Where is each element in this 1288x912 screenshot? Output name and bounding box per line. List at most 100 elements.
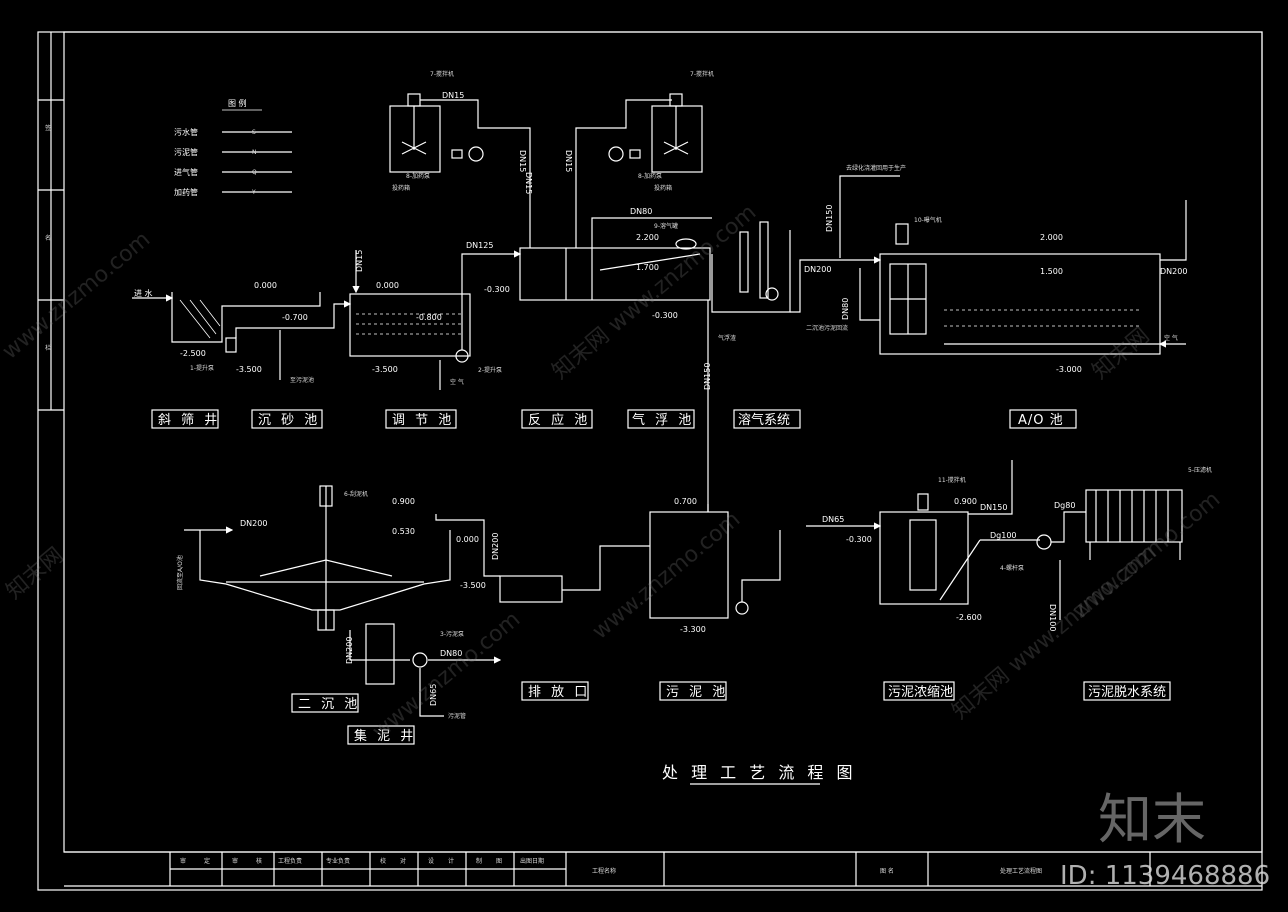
pipe-dn80c: DN80 [440, 649, 462, 658]
pipe-dn200d: DN200 [491, 533, 500, 560]
tank-label-1: 投药箱 [392, 184, 410, 192]
pipe-dn15a: DN15 [442, 91, 464, 100]
left-strip-char-2: 名 [45, 234, 51, 242]
note-sludge-line: 污泥管 [448, 712, 466, 720]
elev-e10: 1.700 [636, 263, 659, 272]
grit-and-equalization-tank [349, 293, 471, 363]
pipe-dn200a: DN200 [804, 265, 831, 274]
elev-e5: 0.000 [376, 281, 399, 290]
watermark-7: www.znzmo.com [1068, 487, 1225, 625]
note-n2: 2-提升泵 [478, 366, 502, 374]
note-n3: 3-污泥泵 [440, 630, 464, 638]
discharge-outlet [499, 575, 563, 603]
elev-e2: -0.700 [282, 313, 308, 322]
svg-text:污泥浓缩池: 污泥浓缩池 [888, 684, 953, 700]
pipe-dn150b: DN150 [825, 205, 834, 232]
pipe-dn80b: DN80 [841, 298, 850, 320]
elev-e3: -2.500 [180, 349, 206, 358]
elev-e15: 0.900 [392, 497, 415, 506]
note-n8b: 8-加药泵 [638, 172, 662, 180]
elev-e20: -3.300 [680, 625, 706, 634]
tb-project: 工程名称 [592, 867, 616, 875]
unit-label-3: 调 节 池 [385, 409, 457, 429]
legend-item-1: 污水管 [174, 127, 198, 137]
sludge-dewatering [1085, 489, 1183, 560]
elev-e23: -2.600 [956, 613, 982, 622]
pipe-dn200b: DN200 [1160, 267, 1187, 276]
tb-drawing-label: 图 名 [880, 867, 894, 875]
legend-symbol-4: Y [251, 189, 256, 196]
tb-cell-11: 制 [476, 857, 482, 865]
note-ao-return: 回流至A/O池 [176, 555, 184, 590]
tb-cell-7: 校 [380, 857, 386, 865]
unit-label-7: A/O 池 [1009, 409, 1077, 429]
note-sludge-return: 二沉池污泥回流 [806, 324, 848, 332]
note-n11: 11-搅拌机 [938, 476, 966, 484]
title-block-lines [64, 851, 1262, 887]
svg-text:沉 砂 池: 沉 砂 池 [258, 413, 320, 428]
elev-e6: -0.800 [416, 313, 442, 322]
note-air1: 空 气 [450, 378, 464, 386]
legend-item-3: 进气管 [174, 167, 198, 177]
pipe-dn150c: DN150 [980, 503, 1007, 512]
elev-e12: 2.000 [1040, 233, 1063, 242]
left-strip [38, 32, 64, 411]
note-n8a: 8-加药泵 [406, 172, 430, 180]
svg-text:污泥脱水系统: 污泥脱水系统 [1088, 685, 1166, 700]
legend-item-2: 污泥管 [174, 147, 198, 157]
left-strip-char-1: 签 [45, 124, 51, 132]
note-n7a: 7-搅拌机 [430, 70, 454, 78]
dosing-tank-2 [608, 93, 703, 173]
note-n7b: 7-搅拌机 [690, 70, 714, 78]
tb-cell-4: 核 [256, 857, 262, 865]
legend-symbol-3: Q [252, 169, 257, 176]
elev-e9: 2.200 [636, 233, 659, 242]
svg-text:气 浮 池: 气 浮 池 [632, 412, 694, 428]
note-reuse: 去绿化浇灌回用于生产 [846, 164, 906, 172]
sludge-collection-well [365, 623, 428, 685]
image-id: ID: 1139468886 [1060, 861, 1270, 891]
pipe-dn15e: DN15 [518, 150, 527, 172]
note-to-sludge: 至污泥池 [290, 376, 314, 384]
reaction-flotation-tank [519, 247, 711, 301]
tb-cell-3: 审 [232, 857, 238, 865]
elev-e7: -3.500 [372, 365, 398, 374]
inflow-label: 进 水 [134, 288, 153, 298]
note-n10: 10-曝气机 [914, 216, 942, 224]
outer-frame [37, 31, 1263, 891]
elev-e21: -0.300 [846, 535, 872, 544]
left-strip-char-3: 栏 [45, 344, 51, 352]
screen-well [171, 292, 321, 353]
svg-text:污 泥 池: 污 泥 池 [666, 685, 728, 700]
note-gas: 气浮渣 [718, 334, 736, 342]
unit-label-2: 沉 砂 池 [251, 409, 323, 429]
svg-text:排 放 口: 排 放 口 [528, 685, 590, 700]
svg-text:斜 筛 井: 斜 筛 井 [158, 413, 220, 428]
ao-tank [879, 223, 1161, 355]
dissolved-air-system [711, 221, 791, 313]
legend-item-4: 加药管 [174, 187, 198, 197]
tb-cell-2: 定 [204, 857, 210, 865]
note-n5: 5-压滤机 [1188, 466, 1212, 474]
unit-label-13: 污泥脱水系统 [1083, 681, 1171, 701]
elev-e18: -3.500 [460, 581, 486, 590]
svg-text:调 节 池: 调 节 池 [392, 413, 454, 428]
note-n1: 1-提升泵 [190, 364, 214, 372]
sludge-thickener [879, 493, 981, 605]
pipe-dn200c: DN200 [240, 519, 267, 528]
watermark-5: www.znzmo.com [588, 507, 745, 645]
elev-e19: 0.700 [674, 497, 697, 506]
svg-text:二 沉 池: 二 沉 池 [298, 697, 360, 712]
tank-label-2: 投药箱 [654, 184, 672, 192]
tb-cell-5: 工程负责 [278, 857, 302, 865]
elev-e13: 1.500 [1040, 267, 1063, 276]
tb-cell-10: 计 [448, 857, 454, 865]
tb-cell-9: 设 [428, 857, 434, 865]
watermark-1: www.znzmo.com [0, 227, 155, 365]
elev-e11: -0.300 [652, 311, 678, 320]
watermark-2: 知末网 [2, 543, 69, 605]
pipe-dn15d: DN15 [564, 150, 573, 172]
elev-e4: -3.500 [236, 365, 262, 374]
unit-label-8: 二 沉 池 [291, 693, 360, 713]
pipe-dn125: DN125 [466, 241, 493, 250]
